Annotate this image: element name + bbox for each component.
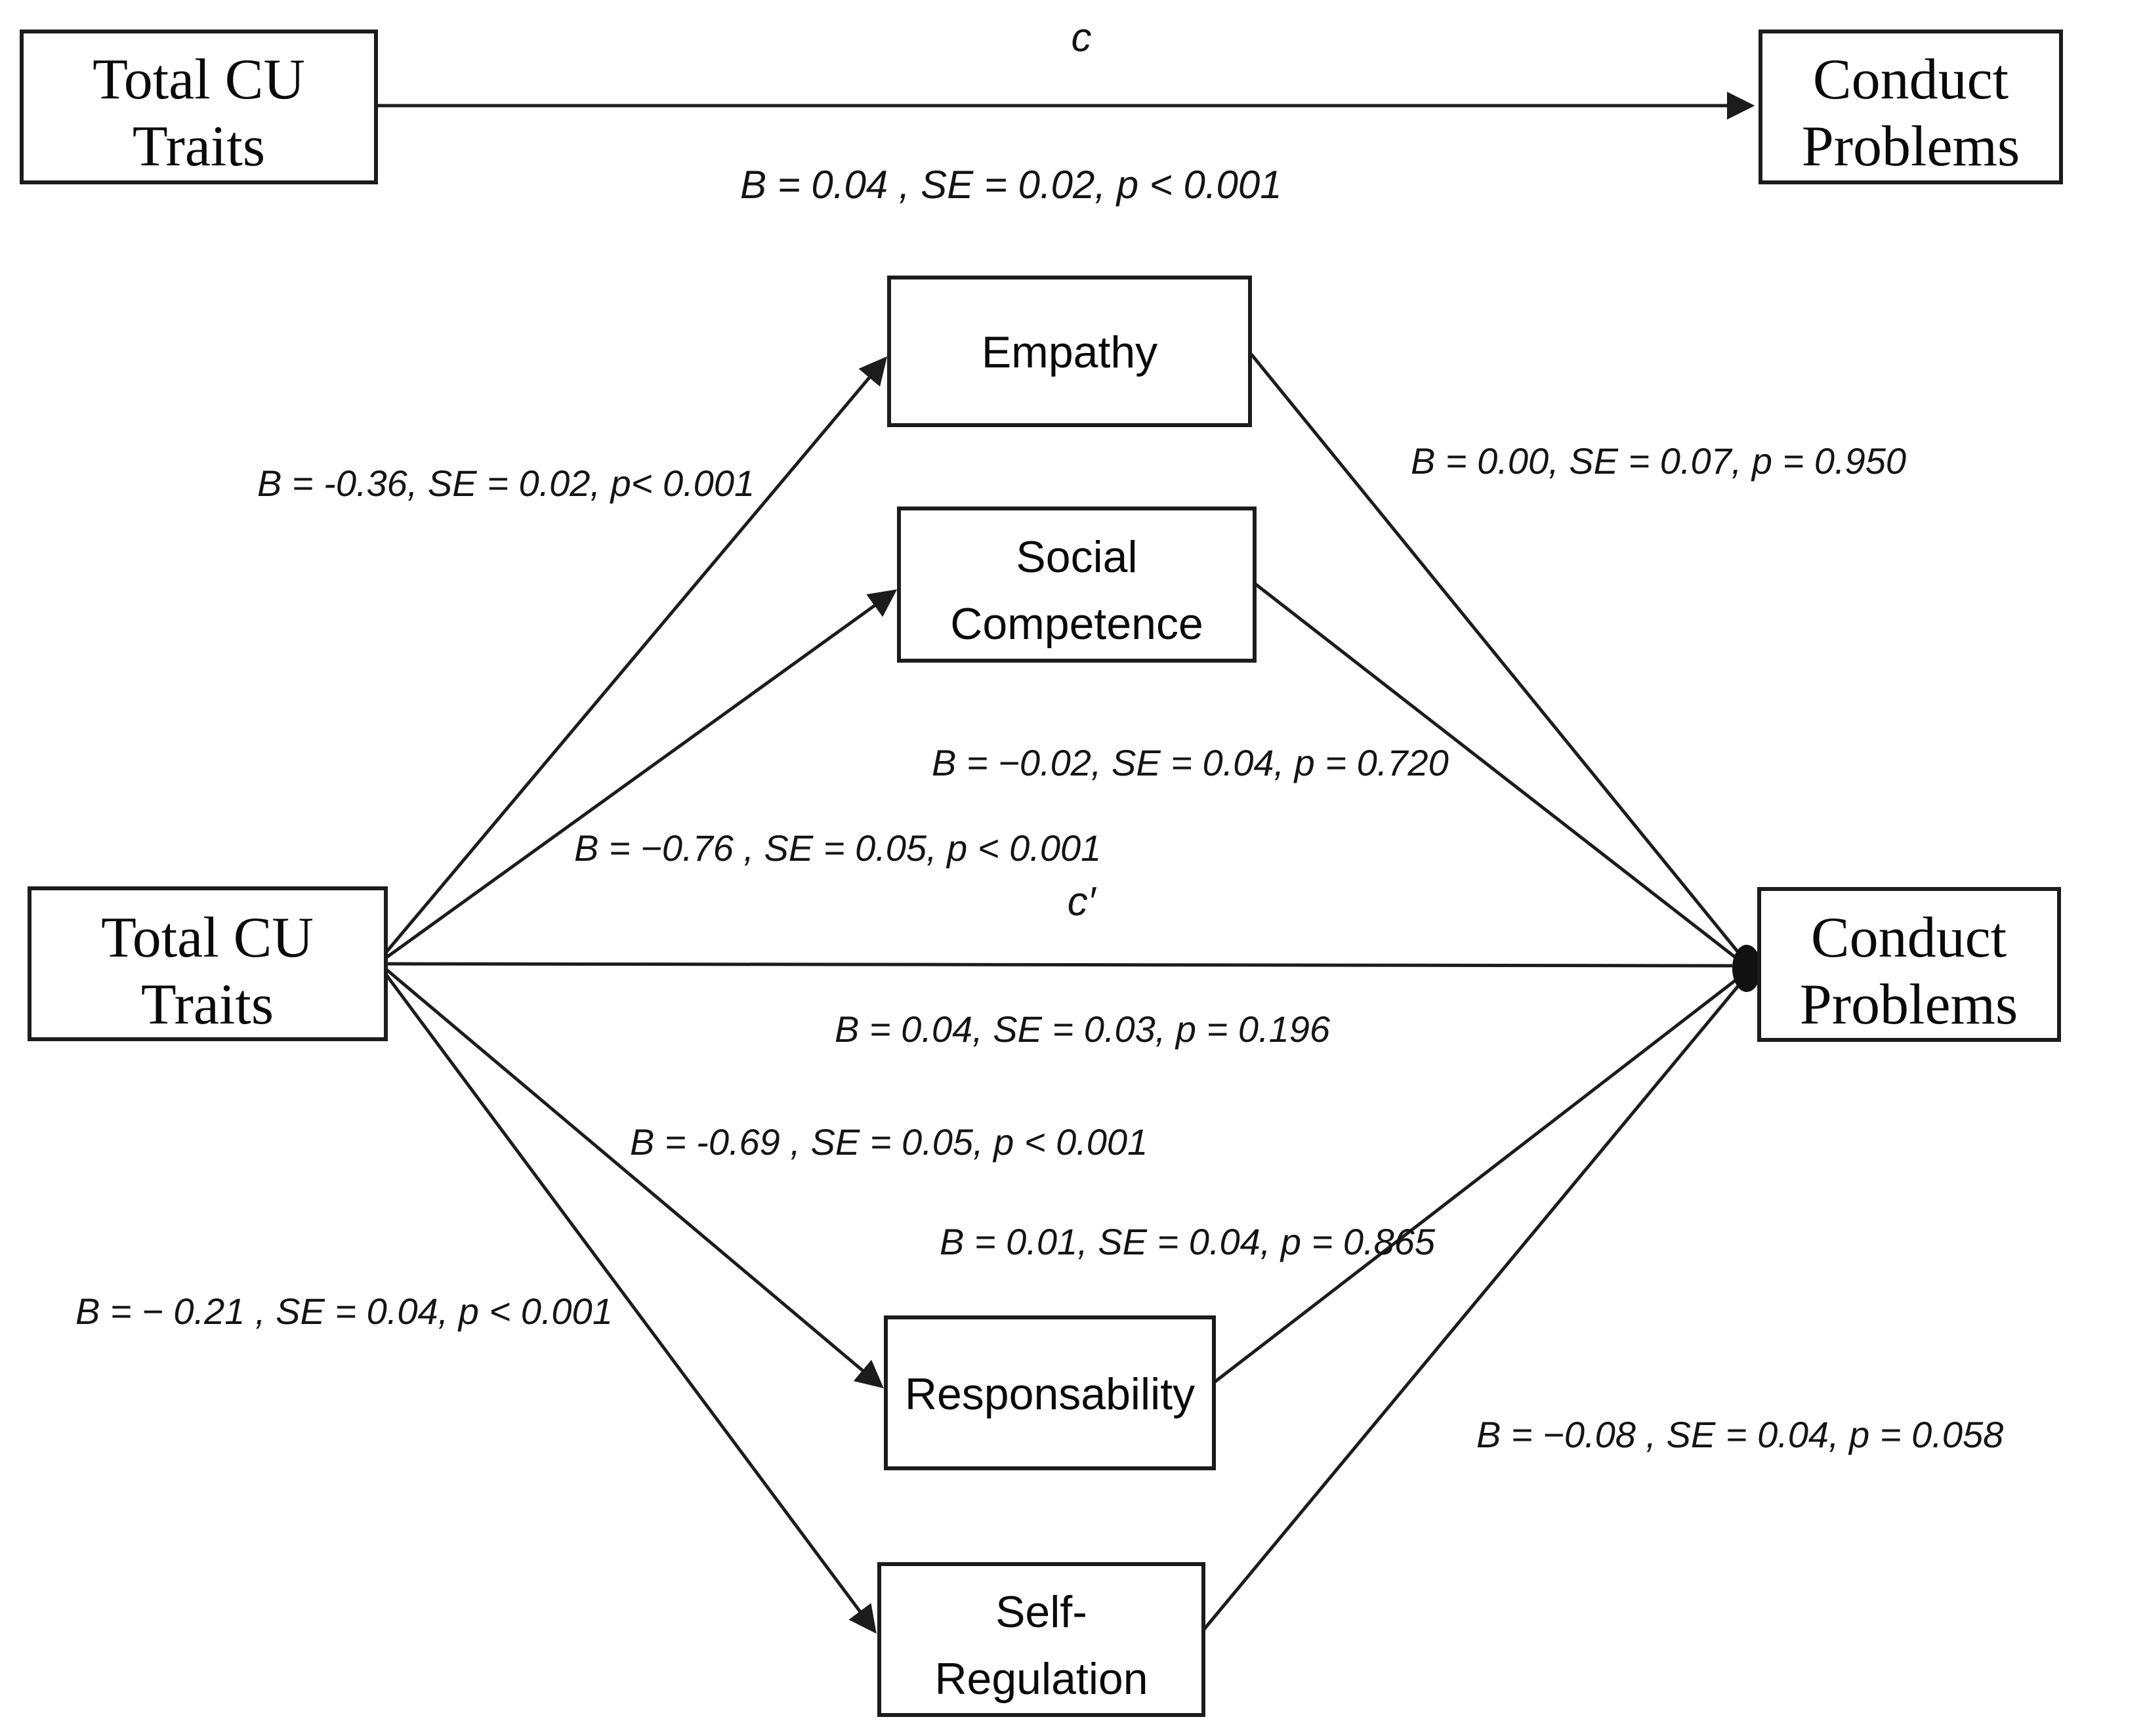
node-responsability: [884, 1315, 1216, 1470]
node-total-cu-traits-top: [20, 30, 378, 184]
label-c-prime-stats: B = 0.04, SE = 0.03, p = 0.196: [835, 1008, 1331, 1050]
edge-a-self-regulation: [384, 973, 877, 1634]
node-empathy-label: Empathy: [982, 327, 1157, 377]
label-c-prime-path: c′: [1068, 879, 1097, 924]
edge-b-responsability: [1206, 972, 1745, 1389]
node-total-cu-traits-top-label-line1: Total CU: [93, 48, 305, 112]
label-c-path-stats: B = 0.04 , SE = 0.02, p < 0.001: [740, 163, 1282, 207]
node-empathy: [887, 276, 1252, 427]
node-social-competence-label-line1: Social: [1016, 532, 1137, 582]
edge-a-social-competence: [385, 589, 898, 960]
edge-b-social-competence: [1254, 583, 1744, 964]
label-b-social-competence-stats: B = −0.02, SE = 0.04, p = 0.720: [932, 742, 1449, 783]
node-conduct-problems-top: [1759, 30, 2063, 184]
edge-b-empathy: [1250, 353, 1744, 959]
node-conduct-problems: [1757, 887, 2061, 1042]
label-a-responsability-stats: B = -0.69 , SE = 0.05, p < 0.001: [630, 1121, 1148, 1163]
label-a-social-competence-stats: B = −0.76 , SE = 0.05, p < 0.001: [574, 827, 1101, 869]
edge-a-responsability: [385, 968, 884, 1389]
label-c-path: c: [1072, 15, 1092, 60]
edge-b-self-regulation: [1201, 978, 1745, 1633]
node-self-regulation: [877, 1562, 1205, 1717]
node-social-competence-label-line2: Competence: [950, 599, 1203, 649]
node-total-cu-traits-label-line1: Total CU: [101, 906, 314, 970]
node-social-competence: [897, 506, 1257, 663]
node-conduct-problems-top-label-line1: Conduct: [1813, 48, 2009, 112]
node-conduct-problems-top-label-line2: Problems: [1802, 115, 2020, 178]
node-total-cu-traits: [28, 886, 388, 1041]
node-conduct-problems-label-line2: Problems: [1800, 973, 2018, 1037]
node-conduct-problems-label-line1: Conduct: [1811, 906, 2007, 970]
node-total-cu-traits-label-line2: Traits: [141, 973, 274, 1037]
node-self-regulation-label-line2: Regulation: [934, 1654, 1148, 1704]
node-total-cu-traits-top-label-line2: Traits: [133, 115, 265, 178]
label-a-self-regulation-stats: B = − 0.21 , SE = 0.04, p < 0.001: [75, 1291, 613, 1332]
label-b-self-regulation-stats: B = −0.08 , SE = 0.04, p = 0.058: [1476, 1414, 2003, 1455]
label-b-empathy-stats: B = 0.00, SE = 0.07, p = 0.950: [1411, 440, 1906, 482]
label-a-empathy-stats: B = -0.36, SE = 0.02, p< 0.001: [257, 463, 755, 504]
edge-a-empathy: [385, 356, 888, 954]
label-b-responsability-stats: B = 0.01, SE = 0.04, p = 0.865: [940, 1221, 1436, 1262]
edge-c-prime-direct: [385, 962, 1733, 968]
arrowhead-convergence-blob: [1732, 945, 1761, 992]
node-responsability-label: Responsability: [905, 1369, 1195, 1419]
node-self-regulation-label-line1: Self-: [995, 1587, 1087, 1637]
